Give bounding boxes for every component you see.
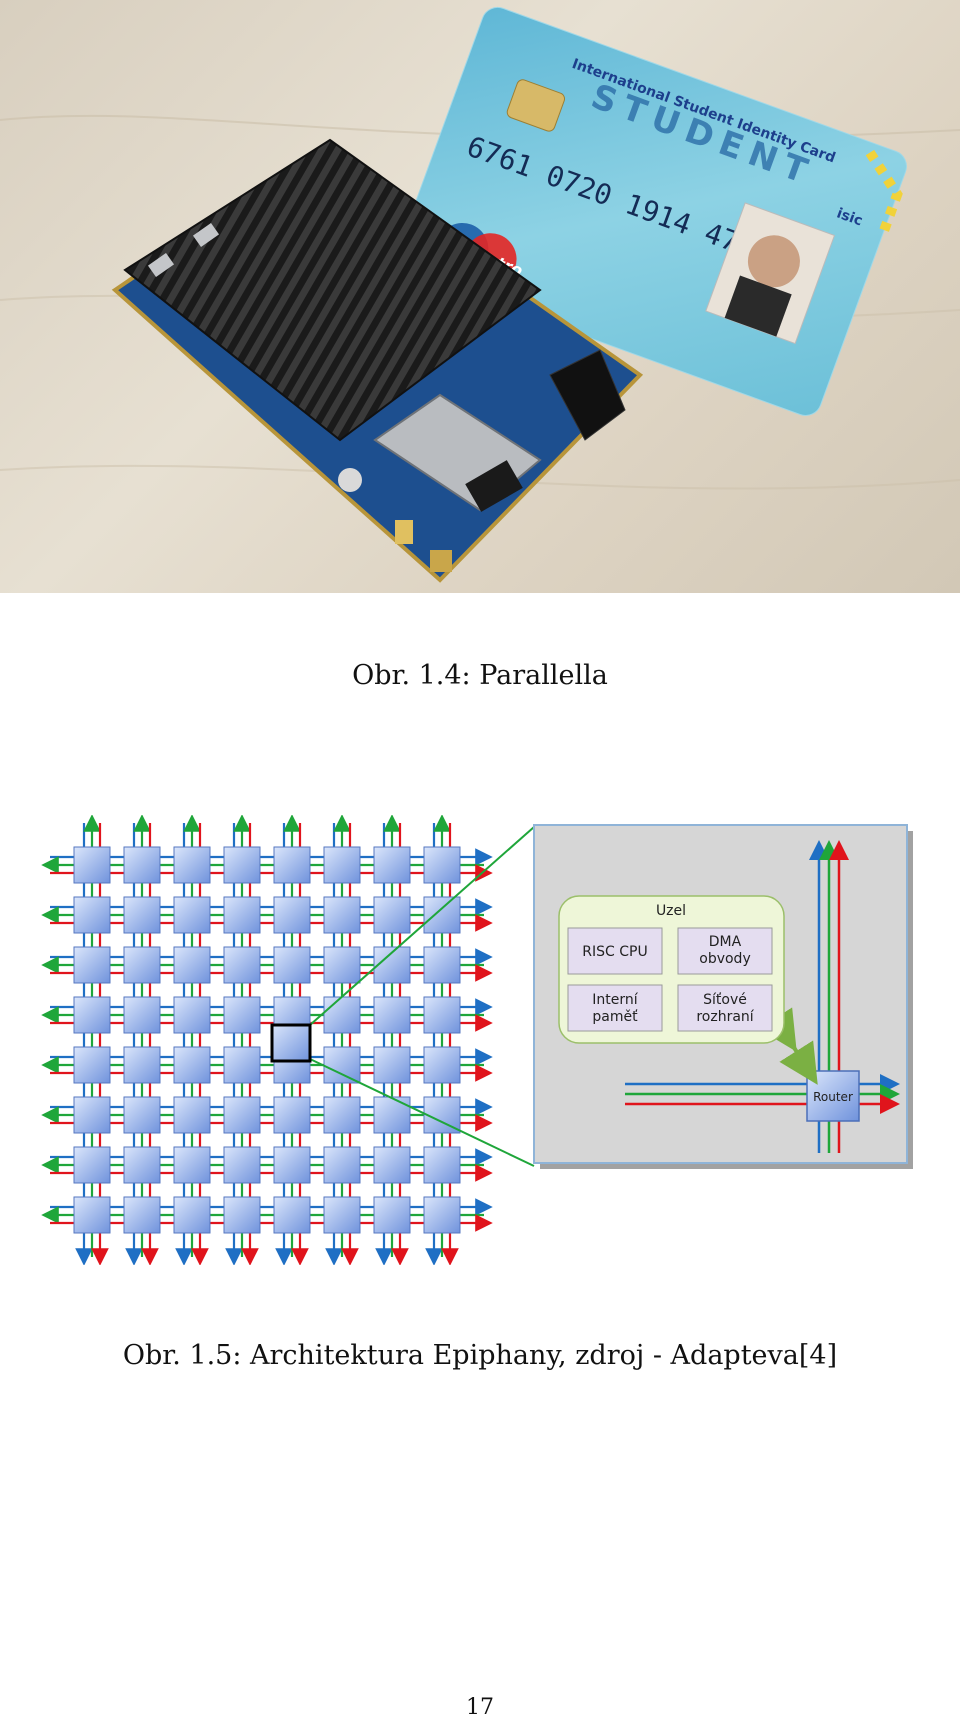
mesh-core	[123, 1046, 161, 1084]
mesh-core	[173, 846, 211, 884]
mesh-core	[423, 1146, 461, 1184]
mesh-core	[373, 896, 411, 934]
mesh-core	[123, 846, 161, 884]
parallella-board	[111, 138, 644, 583]
mesh-core	[323, 896, 361, 934]
mesh-core	[273, 846, 311, 884]
mesh-core	[423, 846, 461, 884]
mesh-core	[73, 996, 111, 1034]
mesh-core	[323, 946, 361, 984]
mesh-core	[173, 1046, 211, 1084]
parallella-photo: International Student Identity Card STUD…	[0, 0, 960, 593]
mesh-core	[423, 896, 461, 934]
mesh-core	[423, 1196, 461, 1234]
mesh-core	[323, 1146, 361, 1184]
mesh-core	[173, 1096, 211, 1134]
mesh-core	[423, 946, 461, 984]
mesh-core	[423, 996, 461, 1034]
zoom-line-bottom	[309, 1058, 535, 1167]
mesh-core	[223, 1146, 261, 1184]
mesh-core	[373, 1096, 411, 1134]
mesh-core	[123, 1196, 161, 1234]
mesh-core	[223, 1096, 261, 1134]
mesh-core	[173, 896, 211, 934]
router-label: Router	[813, 1090, 853, 1104]
figure-caption-1-5: Obr. 1.5: Architektura Epiphany, zdroj -…	[122, 1340, 838, 1371]
block-network-interface	[677, 984, 773, 1032]
mesh-core	[73, 1196, 111, 1234]
mesh-core	[73, 896, 111, 934]
mesh-core	[73, 946, 111, 984]
block-risc-cpu	[567, 927, 663, 975]
node-router-link	[758, 1007, 818, 1085]
mesh-core	[73, 846, 111, 884]
mesh-core	[73, 1046, 111, 1084]
mesh-core	[123, 1146, 161, 1184]
mesh-core	[173, 1196, 211, 1234]
mesh-core	[273, 1146, 311, 1184]
block-dma	[677, 927, 773, 975]
mesh-core	[273, 1096, 311, 1134]
page-number: 17	[466, 1695, 494, 1720]
node-title: Uzel	[656, 903, 686, 919]
mesh-core	[223, 996, 261, 1034]
mesh-core	[423, 1046, 461, 1084]
mesh-core	[323, 1046, 361, 1084]
mesh-core	[273, 946, 311, 984]
mesh-core	[123, 896, 161, 934]
mesh-core	[223, 896, 261, 934]
mesh-core	[373, 1046, 411, 1084]
mesh-core	[323, 846, 361, 884]
mesh-core	[123, 946, 161, 984]
highlighted-core	[270, 1023, 312, 1063]
mesh-core	[273, 896, 311, 934]
mesh-core	[373, 1146, 411, 1184]
block-risc-cpu-label: RISC CPU	[582, 944, 647, 960]
mesh-core	[323, 1096, 361, 1134]
mesh-core	[373, 846, 411, 884]
mesh-core	[173, 946, 211, 984]
figure-caption-1-4: Obr. 1.4: Parallella	[352, 660, 608, 691]
mesh-core	[373, 996, 411, 1034]
mesh-core	[223, 1196, 261, 1234]
mesh-core	[173, 996, 211, 1034]
mesh-core	[273, 1196, 311, 1234]
block-internal-memory	[567, 984, 663, 1032]
mesh-core	[373, 1196, 411, 1234]
mesh-core	[223, 946, 261, 984]
mesh-core	[73, 1096, 111, 1134]
mesh-core	[123, 996, 161, 1034]
mesh-core	[223, 1046, 261, 1084]
mesh-core	[223, 846, 261, 884]
mesh-core	[323, 996, 361, 1034]
core-mesh-grid	[41, 815, 493, 1265]
zoom-line-top	[309, 826, 535, 1026]
mesh-core	[323, 1196, 361, 1234]
mesh-core	[73, 1146, 111, 1184]
mesh-core	[123, 1096, 161, 1134]
mesh-core	[173, 1146, 211, 1184]
